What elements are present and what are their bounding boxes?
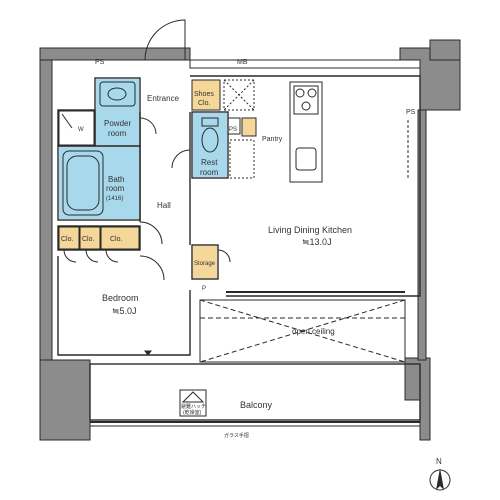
open-ceiling-x2 [199,299,406,363]
laundry-block [57,109,96,147]
pantry-label: Pantry [262,136,283,143]
toilet-bowl [201,127,219,153]
w-label: W [78,127,84,133]
storage-fill [193,246,217,278]
burner-2 [307,88,317,98]
north-arrow-pointer [436,468,444,490]
burner-1 [295,88,305,98]
labels: PS MB PS Entrance Shoes Clo. Powder room… [61,59,416,439]
rest-room-door [171,149,191,169]
bedroom-name-label: Bedroom [102,293,139,303]
ldk-size-label: ≒13.0J [302,237,332,247]
wall-bottom-left [39,359,91,441]
north-label: N [436,457,442,466]
rest-label-1: Rest [201,158,218,167]
closet-3-fill [100,226,140,250]
balcony-label: Balcony [240,400,273,410]
kitchen-sink [295,147,317,171]
wall-bottom-right [404,357,431,441]
bedroom-window-mark [144,350,152,356]
rest-room-fill [193,113,227,177]
powder-room-fill [96,79,139,145]
balcony-block [89,363,421,421]
p-label: P [202,286,206,292]
toilet-tank [201,117,219,127]
ps-mid-shaft [227,117,241,135]
laundry-cross-1 [61,113,73,129]
ps-top-label: PS [95,59,105,66]
entrance-shaft [223,79,255,111]
entrance-door [144,19,186,61]
ldk-name-label: Living Dining Kitchen [268,225,352,235]
closet-door-2 [85,249,99,263]
powder-label-1: Powder [104,119,131,128]
hall-door [139,221,163,245]
wall-column-top-right-core [429,39,461,61]
clo-2-label: Clo. [82,236,95,243]
glass-note-label: ガラス手摺 [224,432,249,439]
kitchen-counter [289,81,323,183]
entrance-label: Entrance [147,94,180,103]
clo-3-label: Clo. [110,236,123,243]
bathtub [62,150,104,216]
burner-3 [301,101,311,111]
sink-bowl [107,87,127,101]
ps-right-label: PS [406,109,416,116]
shoes-closet-fill [191,79,221,111]
walls [39,39,461,441]
closet-2-fill [79,226,101,250]
storage-block [191,244,219,280]
bedroom-boundary [57,256,191,356]
rest-room-block [191,111,229,179]
powder-door [139,117,157,135]
wall-right [417,109,427,361]
open-ceiling-label: open ceiling [292,327,335,336]
hatch-label-2: (乾燥室) [183,409,202,416]
clo-1-label: Clo. [61,236,74,243]
shoes-label-2: Clo. [198,100,211,107]
bedroom-size-label: ≒5.0J [112,306,137,316]
bath-label-1: Bath [108,175,124,184]
bathtub-inner [66,155,100,211]
fixtures [61,79,420,427]
storage-fills [58,79,257,278]
evacuation-hatch-arrow [181,391,205,403]
powder-label-2: room [108,129,127,138]
room-outlines [57,75,421,421]
laundry-fill [58,110,95,146]
shoes-label-1: Shoes [194,91,214,98]
vanity-sink [99,81,136,107]
rest-side-hatch [229,139,255,179]
closet-door-1 [63,249,77,263]
ldk-boundary [190,75,421,297]
bath-label-2: room [106,184,125,193]
closet-1-fill [58,226,80,250]
wall-top [189,59,421,69]
doors [63,19,231,281]
bath-size-label: (1416) [106,196,123,202]
open-ceiling-area [199,299,406,363]
hall-label: Hall [157,201,171,210]
hatch-label-1: 避難ハッチ [181,403,206,410]
stove [293,85,319,115]
ps-mid-label: PS [229,127,237,133]
closet-door-3 [105,249,119,263]
closet-strip [57,225,141,251]
entrance-shaft-x2 [223,79,255,111]
wall-left-upper [39,59,53,361]
north-arrow: N [429,457,451,491]
bedroom-door [139,255,165,281]
mb-label: MB [237,59,248,66]
evacuation-hatch [179,389,207,417]
storage-label: Storage [194,261,216,267]
rest-label-2: room [200,168,219,177]
storage-door [217,249,231,263]
pantry-fill [241,117,257,137]
